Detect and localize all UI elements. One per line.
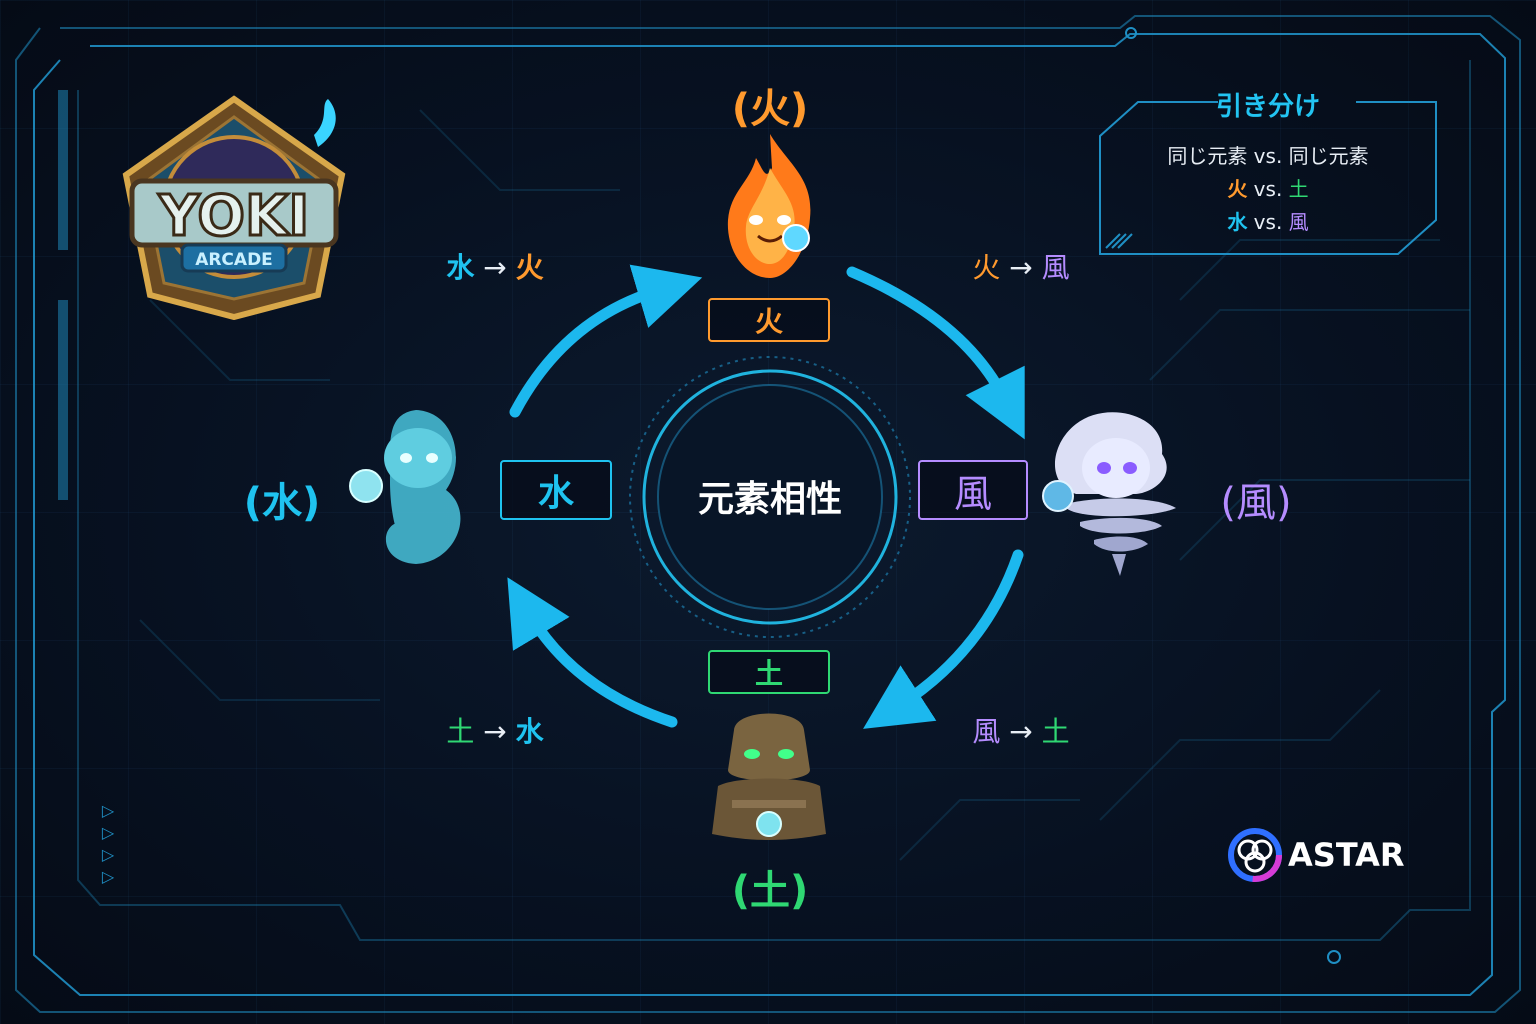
relation-to: 水 [515,715,544,748]
earth-caption: (土) [731,868,809,914]
legend-line-fire-earth: 火 vs. 土 [1098,173,1438,202]
water-element-box: 水 [500,460,612,520]
wind-spirit-icon [1042,412,1176,576]
side-triangle-marks: ▷▷▷▷ [101,801,115,886]
legend-wind: 風 [1288,210,1309,234]
relation-to: 風 [1041,251,1070,284]
legend-vs: vs. [1247,177,1289,201]
fire-caption: (火) [731,86,809,132]
relation-arrow: → [1000,715,1042,748]
relation-from: 火 [972,251,1001,284]
relation-to: 火 [515,251,544,284]
water-caption: (水) [243,480,321,526]
arrow-earth-to-water [507,577,678,728]
legend-frame [1099,101,1437,255]
relation-arrow: → [1000,251,1042,284]
logo-subtitle: ARCADE [195,250,273,270]
legend-line-same: 同じ元素 vs. 同じ元素 [1167,144,1369,168]
arrow-fire-to-wind [846,266,1025,440]
legend-earth: 土 [1288,177,1309,201]
legend-vs: vs. [1247,210,1289,234]
relation-water-fire: 水 → 火 [410,246,580,286]
relation-arrow: → [474,251,516,284]
astar-brand-name: ASTAR [1288,836,1405,874]
astar-logo-icon [1228,828,1282,882]
relation-to: 土 [1041,715,1070,748]
relation-from: 水 [446,251,475,284]
arrow-water-to-fire [509,264,703,418]
relation-earth-water: 土 → 水 [410,710,580,750]
logo-title: YOKI [158,184,309,249]
center-ring [629,356,911,638]
wind-element-box: 風 [918,460,1028,520]
fire-element-box: 火 [708,298,830,342]
yoki-arcade-logo: YOKI ARCADE [122,95,346,320]
relation-arrow: → [474,715,516,748]
wind-caption: (風) [1220,480,1292,526]
relation-from: 土 [446,715,475,748]
earth-element-box: 土 [708,650,830,694]
relation-wind-earth: 風 → 土 [936,710,1106,750]
arrow-wind-to-earth [863,549,1024,729]
center-title: 元素相性 [697,479,842,520]
water-spirit-icon [349,410,461,564]
draw-legend: 引き分け 同じ元素 vs. 同じ元素 火 vs. 土 水 vs. 風 [1098,92,1438,256]
legend-fire: 火 [1227,177,1248,201]
relation-from: 風 [972,715,1001,748]
legend-title: 引き分け [1215,92,1320,122]
relation-fire-wind: 火 → 風 [936,246,1106,286]
legend-water: 水 [1227,210,1248,234]
legend-line-water-wind: 水 vs. 風 [1098,206,1438,235]
fire-spirit-icon [727,134,811,278]
earth-golem-icon [712,713,826,840]
